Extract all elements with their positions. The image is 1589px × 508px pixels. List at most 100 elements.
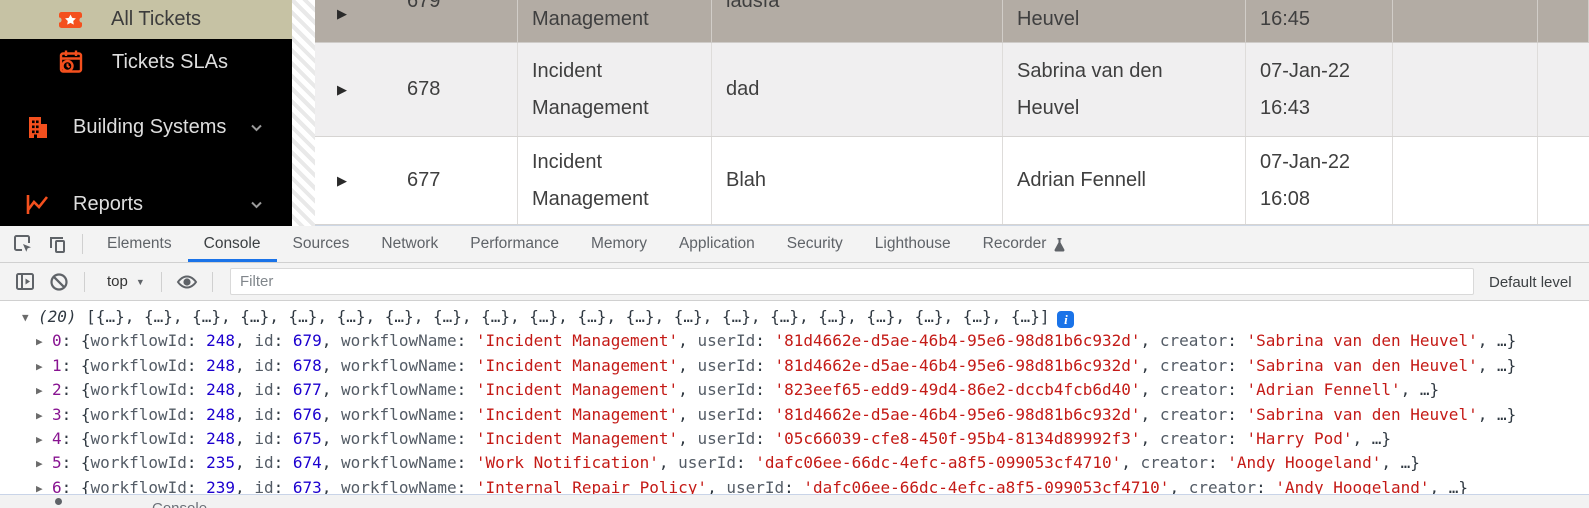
- property-value-string: 'Incident Management': [475, 331, 679, 351]
- console-filter-input[interactable]: [230, 268, 1474, 295]
- property-key: userId: [726, 477, 785, 494]
- property-key: workflowName: [341, 331, 457, 351]
- row-expand-icon[interactable]: ▶: [337, 6, 347, 21]
- expand-arrow-icon[interactable]: ▶: [36, 457, 43, 471]
- console-array-entry[interactable]: ▶4: {workflowId: 248, id: 675, workflowN…: [0, 427, 1589, 451]
- property-value-number: 679: [292, 331, 322, 351]
- property-key: workflowId: [90, 404, 187, 424]
- console-sidebar-toggle-icon[interactable]: [8, 267, 42, 297]
- sidebar-item-tickets-slas[interactable]: Tickets SLAs: [0, 40, 292, 84]
- tab-network[interactable]: Network: [381, 235, 439, 252]
- tab-application[interactable]: Application: [678, 235, 755, 252]
- chevron-down-icon: [250, 121, 262, 133]
- property-key: creator: [1188, 477, 1257, 494]
- expand-arrow-icon[interactable]: ▶: [36, 359, 43, 373]
- ticket-date: 07-Jan-22 16:08: [1260, 150, 1351, 210]
- ticket-creator: Adrian Fennell: [1017, 169, 1146, 191]
- property-value-string: 'Andy Hoogeland': [1227, 453, 1382, 473]
- entry-index: 2: [52, 380, 62, 400]
- property-value-string: 'Incident Management': [475, 404, 679, 424]
- console-array-entry[interactable]: ▶0: {workflowId: 248, id: 679, workflowN…: [0, 329, 1589, 353]
- building-icon: [24, 114, 51, 141]
- property-value-number: 677: [292, 380, 322, 400]
- property-value-string: 'dafc06ee-66dc-4efc-a8f5-099053cf4710': [755, 453, 1122, 473]
- console-array-entry[interactable]: ▶3: {workflowId: 248, id: 676, workflowN…: [0, 403, 1589, 427]
- table-row[interactable]: ▶ 678 Incident Management dad Sabrina va…: [315, 43, 1589, 137]
- property-value-string: 'Work Notification': [475, 453, 659, 473]
- sidebar-item-label: Building Systems: [73, 115, 227, 138]
- log-level-dropdown[interactable]: Default level: [1489, 273, 1572, 291]
- property-value-number: 676: [292, 404, 322, 424]
- property-value-number: 675: [292, 429, 322, 449]
- console-array-preview[interactable]: ▼ (20) [{…}, {…}, {…}, {…}, {…}, {…}, {…}…: [0, 305, 1589, 329]
- ticket-id: 679: [407, 0, 441, 12]
- property-key: workflowName: [341, 477, 457, 494]
- inspect-element-icon[interactable]: [6, 229, 40, 259]
- tab-sources[interactable]: Sources: [292, 235, 350, 252]
- property-value-string: '823eef65-edd9-49d4-86e2-dccb4fcb6d40': [774, 380, 1141, 400]
- property-value-number: 239: [206, 477, 236, 494]
- tab-lighthouse[interactable]: Lighthouse: [874, 235, 951, 252]
- property-key: id: [254, 477, 274, 494]
- property-value-number: 248: [206, 429, 236, 449]
- console-array-entry[interactable]: ▶6: {workflowId: 239, id: 673, workflowN…: [0, 476, 1589, 494]
- ticket-subject: Blah: [726, 169, 767, 191]
- console-toolbar: top ▼ Default level: [0, 263, 1589, 301]
- property-key: id: [254, 355, 274, 375]
- console-array-entry[interactable]: ▶1: {workflowId: 248, id: 678, workflowN…: [0, 354, 1589, 378]
- info-badge-icon[interactable]: i: [1057, 311, 1075, 328]
- tab-memory[interactable]: Memory: [590, 235, 647, 252]
- ticket-date: 07-Jan-22 16:43: [1260, 59, 1351, 119]
- property-key: workflowName: [341, 429, 457, 449]
- collapse-arrow-icon[interactable]: ▼: [22, 311, 29, 324]
- property-key: workflowName: [341, 380, 457, 400]
- tab-console[interactable]: Console: [187, 226, 277, 262]
- table-row[interactable]: ▶ 677 Incident Management Blah Adrian Fe…: [315, 137, 1589, 225]
- table-row[interactable]: ▶ 679 Incident Management ladsfa Sabrina…: [315, 0, 1589, 43]
- row-expand-icon[interactable]: ▶: [337, 172, 347, 188]
- expand-arrow-icon[interactable]: ▶: [36, 384, 43, 398]
- entry-index: 0: [52, 331, 62, 351]
- property-value-string: 'Harry Pod': [1246, 429, 1353, 449]
- ticket-creator: Sabrina van den Heuvel: [1017, 8, 1080, 30]
- sidebar-item-reports[interactable]: Reports: [0, 182, 292, 226]
- property-value-string: 'Incident Management': [475, 429, 679, 449]
- expand-arrow-icon[interactable]: ▶: [36, 408, 43, 422]
- row-expand-icon[interactable]: ▶: [337, 81, 347, 97]
- property-value-string: 'Sabrina van den Heuvel': [1246, 355, 1478, 375]
- ticket-date: 07-Jan-22 16:45: [1260, 8, 1311, 30]
- property-value-number: 235: [206, 453, 236, 473]
- clipped-text: Console: [152, 500, 207, 508]
- property-value-number: 248: [206, 404, 236, 424]
- property-key: userId: [697, 429, 756, 449]
- expand-arrow-icon[interactable]: ▶: [36, 433, 43, 447]
- js-context-selector[interactable]: top: [107, 273, 128, 290]
- ticket-id: 678: [407, 78, 441, 100]
- array-length: (20): [38, 307, 87, 326]
- property-key: id: [254, 331, 274, 351]
- array-items-preview: [{…}, {…}, {…}, {…}, {…}, {…}, {…}, {…},…: [86, 307, 1050, 326]
- expand-arrow-icon[interactable]: ▶: [36, 335, 43, 349]
- console-array-entry[interactable]: ▶5: {workflowId: 235, id: 674, workflowN…: [0, 451, 1589, 475]
- device-toolbar-icon[interactable]: [40, 229, 74, 259]
- workflow-name: Incident Management: [532, 150, 649, 210]
- property-key: creator: [1159, 331, 1228, 351]
- clear-console-icon[interactable]: [42, 267, 76, 297]
- ticket-subject: dad: [726, 78, 760, 100]
- separator: [84, 271, 85, 292]
- property-key: workflowId: [90, 429, 187, 449]
- console-array-entry[interactable]: ▶2: {workflowId: 248, id: 677, workflowN…: [0, 378, 1589, 402]
- sidebar-item-building-systems[interactable]: Building Systems: [0, 104, 292, 150]
- tab-performance[interactable]: Performance: [470, 235, 559, 252]
- tab-security[interactable]: Security: [786, 235, 843, 252]
- tab-recorder[interactable]: Recorder: [967, 226, 1083, 262]
- sidebar-item-all-tickets[interactable]: All Tickets: [0, 0, 292, 39]
- property-key: creator: [1159, 380, 1228, 400]
- property-value-string: 'Sabrina van den Heuvel': [1246, 404, 1478, 424]
- expand-arrow-icon[interactable]: ▶: [36, 481, 43, 494]
- tab-elements[interactable]: Elements: [107, 235, 172, 252]
- property-value-number: 673: [292, 477, 322, 494]
- live-expression-eye-icon[interactable]: [170, 267, 204, 297]
- property-value-string: 'Internal Repair Policy': [475, 477, 708, 494]
- sidebar-item-label: Tickets SLAs: [112, 50, 228, 73]
